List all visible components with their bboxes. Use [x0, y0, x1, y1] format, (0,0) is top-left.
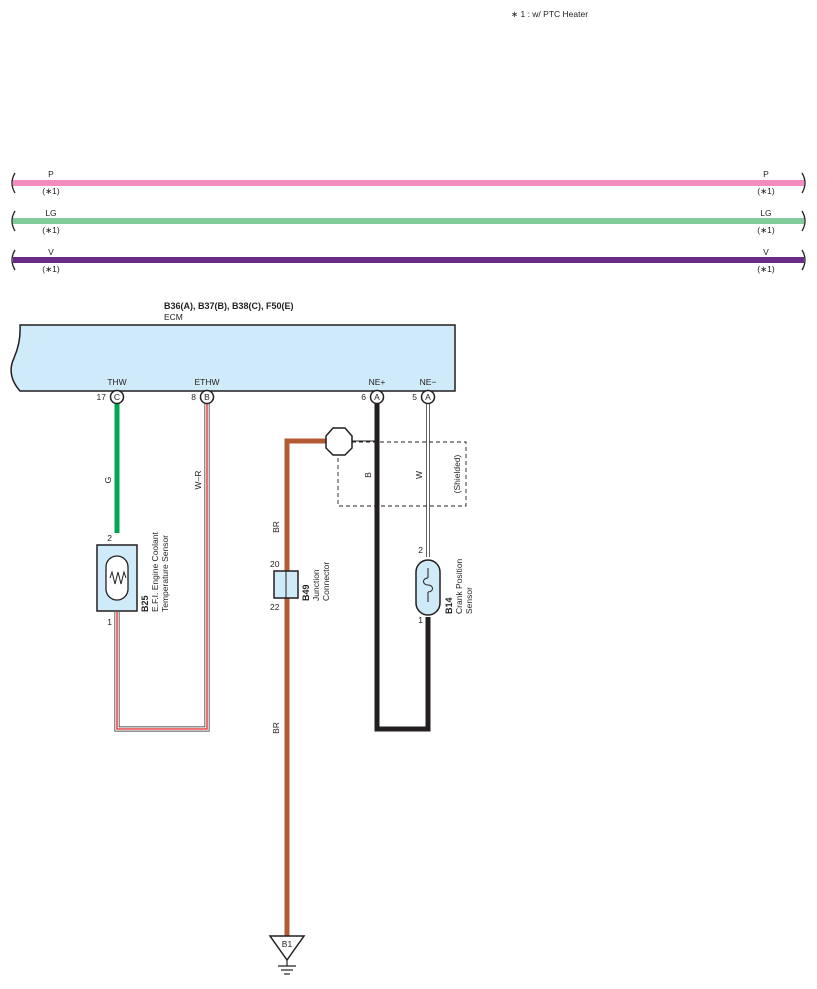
- coil-icon: [423, 577, 433, 593]
- b14-name-line1: Crank Position: [454, 558, 464, 614]
- b49-name-line2: Connector: [321, 562, 331, 601]
- terminal-pin: 6: [361, 392, 366, 402]
- b25-name-line1: E.F.I. Engine Coolant: [150, 532, 160, 612]
- terminal-pin: 8: [191, 392, 196, 402]
- b49-code: B49: [301, 584, 311, 601]
- bus-right-bracket: [801, 249, 806, 271]
- ecm-terminal-ne-minus: A 5: [412, 389, 436, 405]
- bus-left-note: (∗1): [42, 264, 60, 274]
- b49-pin-top: 20: [270, 559, 280, 569]
- terminal-circle: [199, 389, 215, 405]
- bus-right-label: LG: [760, 208, 771, 218]
- b14-pin-top: 2: [418, 545, 423, 555]
- wire-label-ne-minus: W: [414, 471, 424, 479]
- ecm-terminal-ne-plus: A 6: [361, 389, 385, 405]
- ground-b1: B1: [268, 935, 306, 975]
- terminal-connector: B: [204, 392, 210, 402]
- ecm-pin-label-thw: THW: [107, 377, 126, 387]
- terminal-circle: [109, 389, 125, 405]
- bus-left-note: (∗1): [42, 225, 60, 235]
- wire-ne-plus: [374, 404, 431, 732]
- b14-sensor: 2 1 B14 Crank Position Sensor: [415, 545, 474, 625]
- bus-v: V V (∗1) (∗1): [11, 247, 806, 274]
- wire-label-ethw: W–R: [193, 471, 203, 490]
- ecm-connectors: B36(A), B37(B), B38(C), F50(E): [164, 301, 294, 311]
- ecm-terminal-thw: C 17: [97, 389, 125, 405]
- terminal-circle: [369, 389, 385, 405]
- bus-left-bracket: [11, 210, 16, 232]
- ecm-pin-label-ne-plus: NE+: [369, 377, 386, 387]
- b25-sensor: 2 1 B25 E.F.I. Engine Coolant Temperatur…: [96, 532, 170, 627]
- bus-left-label: P: [48, 169, 54, 179]
- bus-left-bracket: [11, 249, 16, 271]
- wire-label-ground-lower: BR: [271, 722, 281, 734]
- shield-box: [337, 441, 467, 507]
- terminal-connector: C: [114, 392, 120, 402]
- b25-pin-bottom: 1: [107, 617, 112, 627]
- wire-label-ne-plus: B: [363, 472, 373, 478]
- terminal-connector: A: [374, 392, 380, 402]
- ecm-block: [10, 324, 456, 392]
- ground-triangle: [268, 935, 306, 962]
- b49-pin-bottom: 22: [270, 602, 280, 612]
- sensor-body: [415, 559, 441, 616]
- b14-code: B14: [444, 597, 454, 614]
- ecm-pin-label-ethw: ETHW: [194, 377, 219, 387]
- terminal-pin: 17: [97, 392, 107, 402]
- bus-right-note: (∗1): [757, 264, 775, 274]
- terminal-pin: 5: [412, 392, 417, 402]
- ground-label: B1: [282, 939, 293, 949]
- terminal-circle: [420, 389, 436, 405]
- bus-left-label: LG: [45, 208, 56, 218]
- wire-shield-ground: [284, 438, 326, 940]
- wire-ethw-tracer: [116, 404, 208, 730]
- terminal-connector: A: [425, 392, 431, 402]
- bus-right-label: P: [763, 169, 769, 179]
- b14-pin-bottom: 1: [418, 615, 423, 625]
- bus-lg: LG LG (∗1) (∗1): [11, 208, 806, 235]
- ecm-name: ECM: [164, 312, 183, 322]
- shield-splice: [325, 427, 353, 456]
- bus-p: P P (∗1) (∗1): [11, 169, 806, 196]
- ecm-pin-label-ne-minus: NE−: [420, 377, 437, 387]
- b25-code: B25: [140, 595, 150, 612]
- footnote: ∗ 1 : w/ PTC Heater: [511, 9, 588, 19]
- bus-left-label: V: [48, 247, 54, 257]
- bus-right-bracket: [801, 172, 806, 194]
- bus-left-bracket: [11, 172, 16, 194]
- wire-label-thw: G: [103, 477, 113, 484]
- wire-label-ground-upper: BR: [271, 521, 281, 533]
- b25-pin-top: 2: [107, 533, 112, 543]
- bus-right-bracket: [801, 210, 806, 232]
- b49-junction: 20 22 B49 Junction Connector: [270, 559, 331, 612]
- b14-name-line2: Sensor: [464, 587, 474, 614]
- b49-name-line1: Junction: [311, 569, 321, 601]
- b25-name-line2: Temperature Sensor: [160, 535, 170, 612]
- bus-right-note: (∗1): [757, 225, 775, 235]
- bus-right-note: (∗1): [757, 186, 775, 196]
- ecm-terminal-ethw: B 8: [191, 389, 215, 405]
- bus-left-note: (∗1): [42, 186, 60, 196]
- bus-right-label: V: [763, 247, 769, 257]
- shield-label: (Shielded): [452, 454, 462, 493]
- thermistor-icon: [109, 570, 127, 585]
